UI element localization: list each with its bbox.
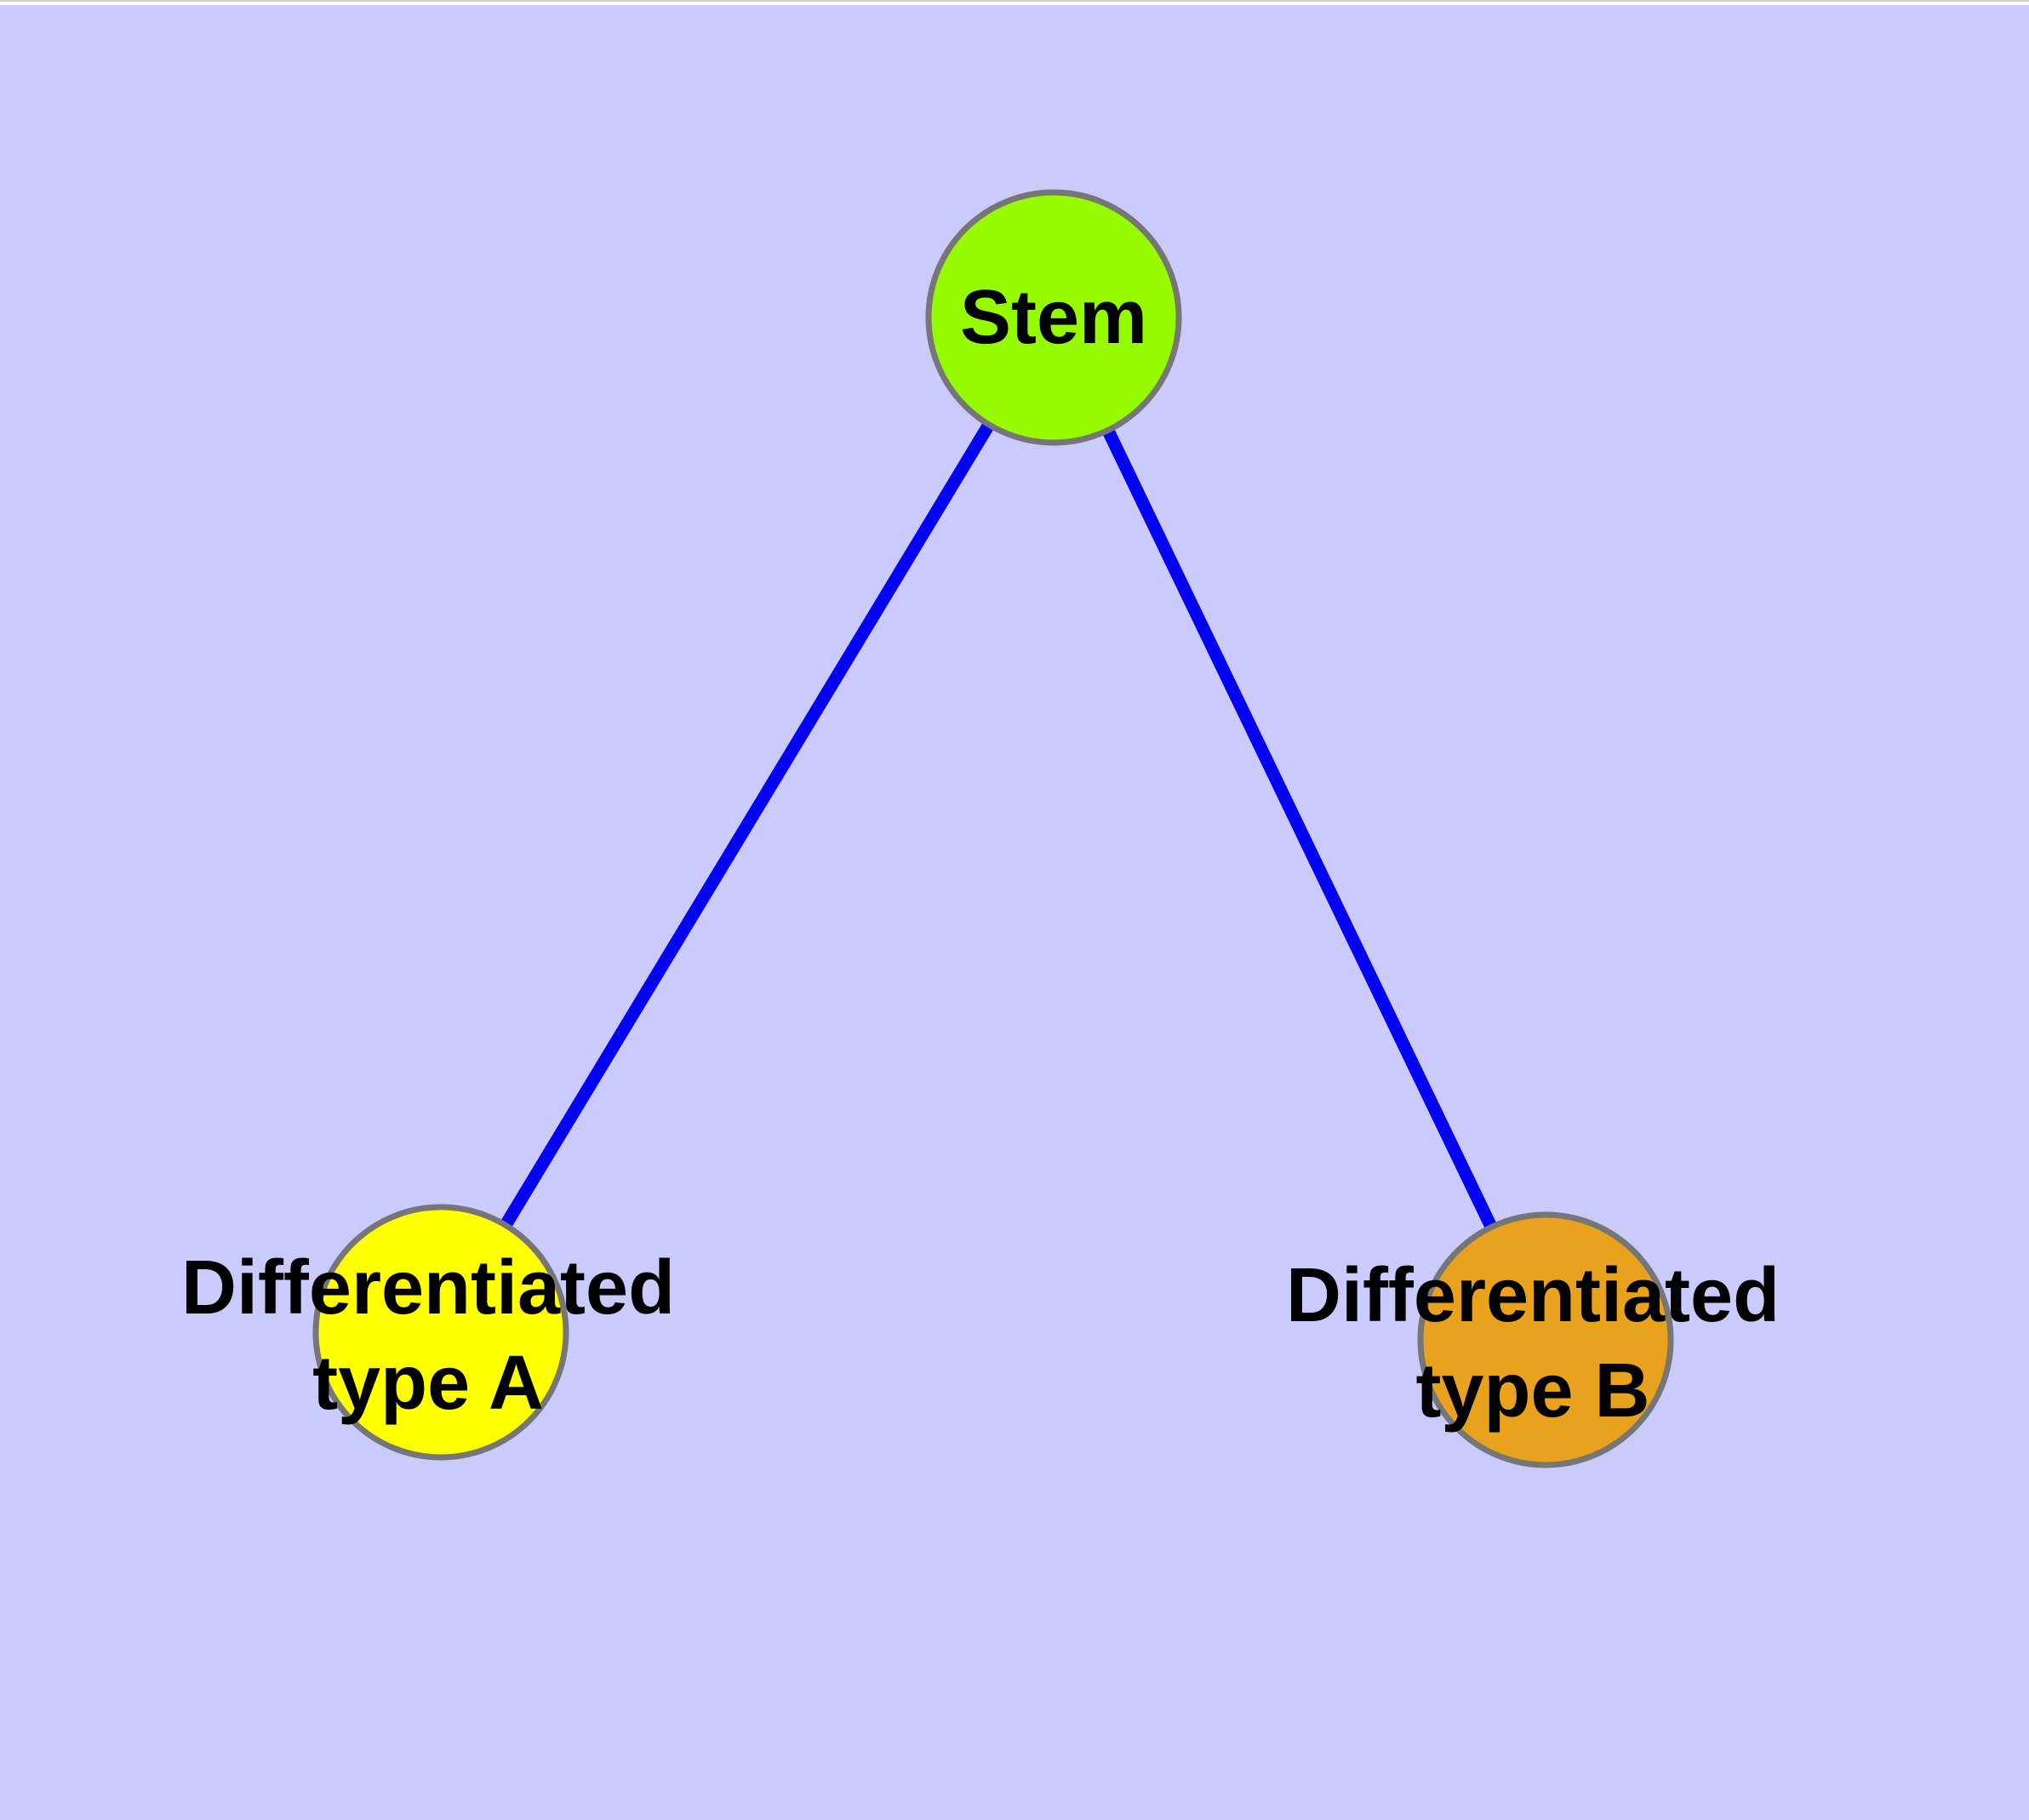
label-line: type A xyxy=(312,1341,544,1426)
node-differentiated-type-b-label: Differentiated type B xyxy=(1286,1248,1780,1439)
edge-stem-to-type-a xyxy=(435,314,1060,1336)
label-line: Stem xyxy=(959,275,1148,360)
diagram-canvas: Stem Differentiated type A Differentiate… xyxy=(0,5,2029,1820)
edge-stem-to-type-b xyxy=(1048,314,1552,1343)
node-stem-circle[interactable] xyxy=(925,189,1182,446)
node-differentiated-type-b-circle[interactable] xyxy=(1417,1211,1674,1468)
label-line: Differentiated xyxy=(180,1245,676,1331)
label-line: Differentiated xyxy=(1285,1253,1780,1338)
node-stem-label: Stem xyxy=(960,270,1147,365)
node-differentiated-type-a-label: Differentiated type A xyxy=(181,1240,675,1431)
top-border-line xyxy=(0,0,2029,2)
node-differentiated-type-a-circle[interactable] xyxy=(312,1204,569,1461)
graph-svg xyxy=(312,189,1674,1468)
label-line: type B xyxy=(1415,1348,1650,1434)
